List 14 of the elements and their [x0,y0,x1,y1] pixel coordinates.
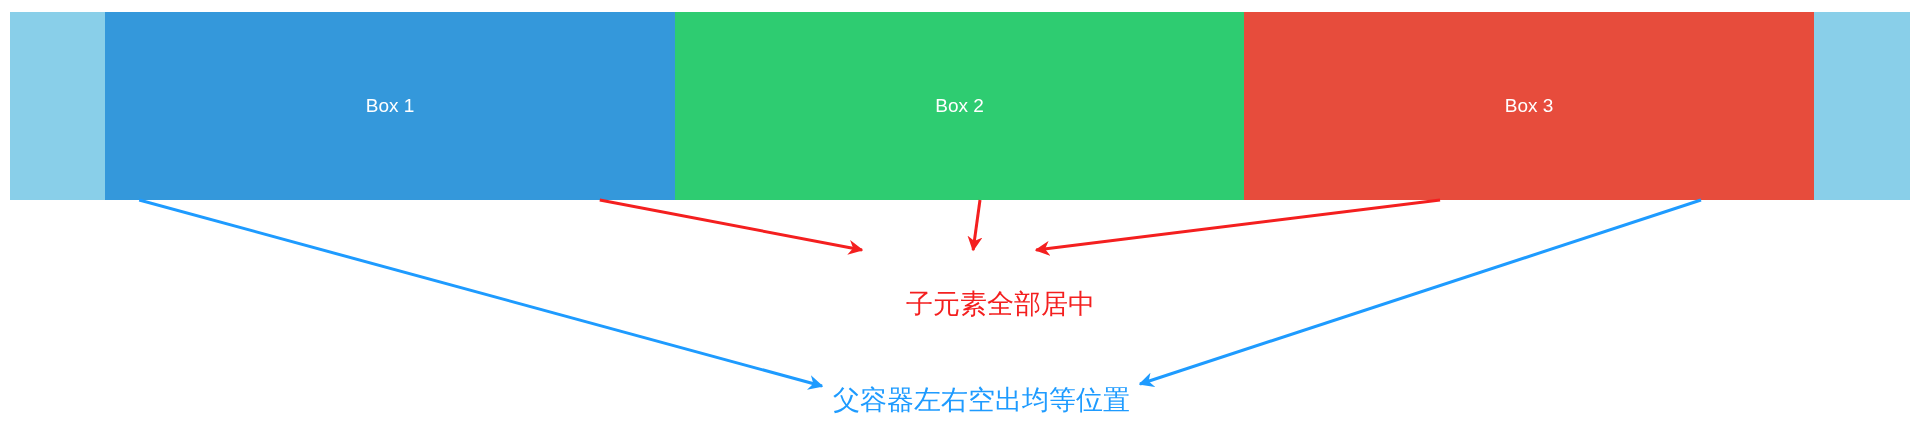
annotation-text: 子元素全部居中 [905,287,1095,321]
container-box [10,12,1910,200]
arrow [599,198,864,255]
child-box [1244,12,1814,200]
box-label: Box 2 [935,93,984,118]
box-label: Box 1 [365,93,415,118]
box-label: Box 3 [1504,93,1554,118]
arrow [967,199,983,252]
child-box [675,12,1244,200]
arrow [1138,198,1702,387]
child-box [105,12,675,200]
arrow [138,198,824,390]
arrow [1034,198,1441,256]
annotation-text: 父容器左右空出均等位置 [832,384,1130,418]
